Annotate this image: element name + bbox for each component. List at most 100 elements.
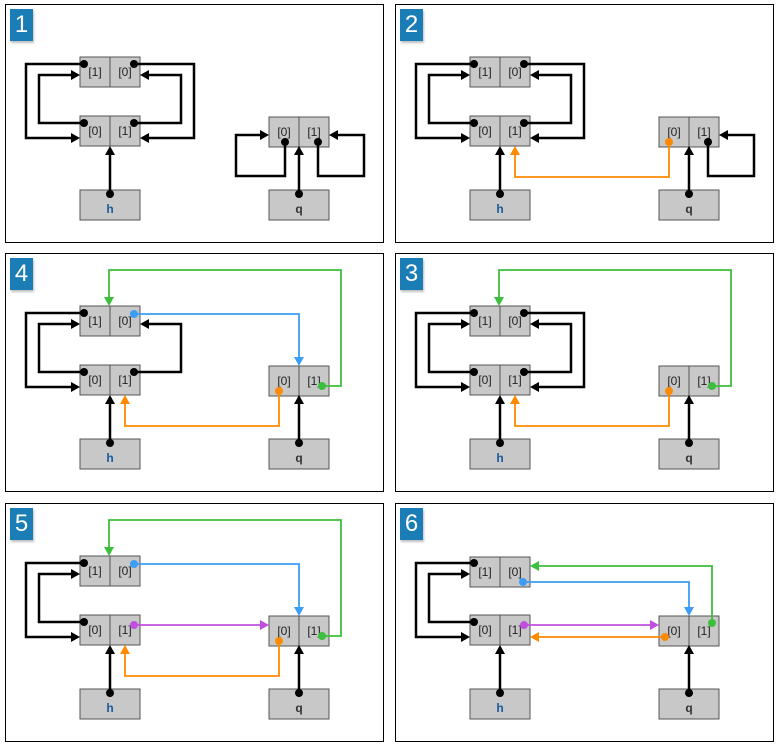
pointer-line <box>37 572 84 624</box>
pointer-origin-dot <box>520 309 528 317</box>
arrowhead-icon <box>530 561 539 571</box>
pointer-origin-dot <box>520 119 528 127</box>
pointer-line <box>523 581 690 607</box>
cell-label: [0] <box>277 125 290 139</box>
arrowhead-icon <box>510 395 520 404</box>
step-badge: 4 <box>10 258 33 290</box>
pointer-origin-dot <box>685 190 693 198</box>
pointer-origin-dot <box>130 60 138 68</box>
pointer-q-pointer <box>684 395 694 447</box>
pointer-line <box>514 142 670 178</box>
pointer-h-pointer <box>495 645 505 697</box>
cell-label: [0] <box>88 124 101 138</box>
pointer-q-pointer <box>294 395 304 447</box>
cell-label: [0] <box>478 623 491 637</box>
cell-label: [1] <box>508 623 521 637</box>
step-badge: 1 <box>10 9 33 41</box>
pointer-origin-dot <box>314 138 322 146</box>
arrowhead-icon <box>530 70 539 80</box>
q-label: q <box>685 701 692 715</box>
step-badge: 2 <box>400 9 423 41</box>
cell-label: [1] <box>307 125 320 139</box>
pointer-L_out-pointer <box>414 559 478 642</box>
arrowhead-icon <box>684 395 694 404</box>
pointer-line <box>37 322 84 374</box>
step-badge: 5 <box>10 508 33 540</box>
pointer-origin-dot <box>496 439 504 447</box>
pointer-q-pointer <box>684 146 694 198</box>
pointer-origin-dot <box>520 368 528 376</box>
pointer-line <box>37 73 84 125</box>
arrowhead-icon <box>530 319 539 329</box>
pointer-orange_back-orange <box>120 637 283 677</box>
pointer-line <box>427 73 474 125</box>
arrowhead-icon <box>71 382 80 392</box>
pointer-line <box>498 269 732 387</box>
pointer-origin-dot <box>130 119 138 127</box>
pointer-origin-dot <box>130 621 138 629</box>
arrowhead-icon <box>260 620 269 630</box>
arrowhead-icon <box>71 319 80 329</box>
cell-label: [0] <box>88 373 101 387</box>
pointer-blue-blue <box>130 310 304 366</box>
q-label: q <box>295 701 302 715</box>
arrowhead-icon <box>294 146 304 155</box>
pointer-line <box>414 62 474 140</box>
cell-label: [0] <box>667 374 680 388</box>
pointer-origin-dot <box>708 382 716 390</box>
pointer-green_top-green <box>104 519 342 640</box>
arrowhead-icon <box>461 319 470 329</box>
cell-label: [0] <box>508 565 521 579</box>
cell-label: [0] <box>118 65 131 79</box>
arrowhead-icon <box>329 130 338 140</box>
pointer-origin-dot <box>80 559 88 567</box>
pointer-line <box>108 519 342 637</box>
cell-label: [1] <box>508 373 521 387</box>
pointer-line <box>24 561 84 639</box>
arrowhead-icon <box>461 569 470 579</box>
bottom-node: [0] [1] <box>79 115 141 147</box>
pointer-origin-dot <box>470 368 478 376</box>
cell-label: [0] <box>118 564 131 578</box>
pointer-origin-dot <box>295 689 303 697</box>
arrowhead-icon <box>461 133 470 143</box>
pointer-line <box>134 62 196 140</box>
pointer-line <box>24 62 84 140</box>
arrowhead-icon <box>684 146 694 155</box>
pointer-orange_back-orange <box>510 138 673 178</box>
cell-label: [1] <box>118 124 131 138</box>
arrowhead-icon <box>105 645 115 654</box>
top-node: [1][0] <box>469 56 531 88</box>
pointer-origin-dot <box>295 439 303 447</box>
cell-label: [0] <box>277 374 290 388</box>
arrowhead-icon <box>461 632 470 642</box>
pointer-line <box>134 313 300 357</box>
cell-label: [1] <box>478 565 491 579</box>
pointer-blue6-blue <box>519 578 694 616</box>
cell-label: [1] <box>118 373 131 387</box>
pointer-L_in-pointer <box>427 569 478 626</box>
pointer-line <box>316 133 366 178</box>
pointer-blue-blue <box>130 560 304 616</box>
arrowhead-icon <box>495 395 505 404</box>
pointer-line <box>108 269 342 387</box>
arrowhead-icon <box>461 70 470 80</box>
pointer-L_out-pointer <box>414 60 478 143</box>
pointer-origin-dot <box>470 119 478 127</box>
h-label: h <box>496 451 503 465</box>
pointer-origin-dot <box>470 559 478 567</box>
pointer-line <box>124 391 280 427</box>
arrowhead-icon <box>104 547 114 556</box>
arrowhead-icon <box>71 569 80 579</box>
pointer-origin-dot <box>275 637 283 645</box>
pointer-line <box>539 565 713 623</box>
cell-label: [1] <box>508 124 521 138</box>
pointer-orange_back-orange <box>120 387 283 427</box>
pointer-h-pointer <box>105 146 115 198</box>
pointer-line <box>524 322 573 374</box>
h-label: h <box>106 202 113 216</box>
pointer-origin-dot <box>704 138 712 146</box>
pointer-origin-dot <box>106 439 114 447</box>
